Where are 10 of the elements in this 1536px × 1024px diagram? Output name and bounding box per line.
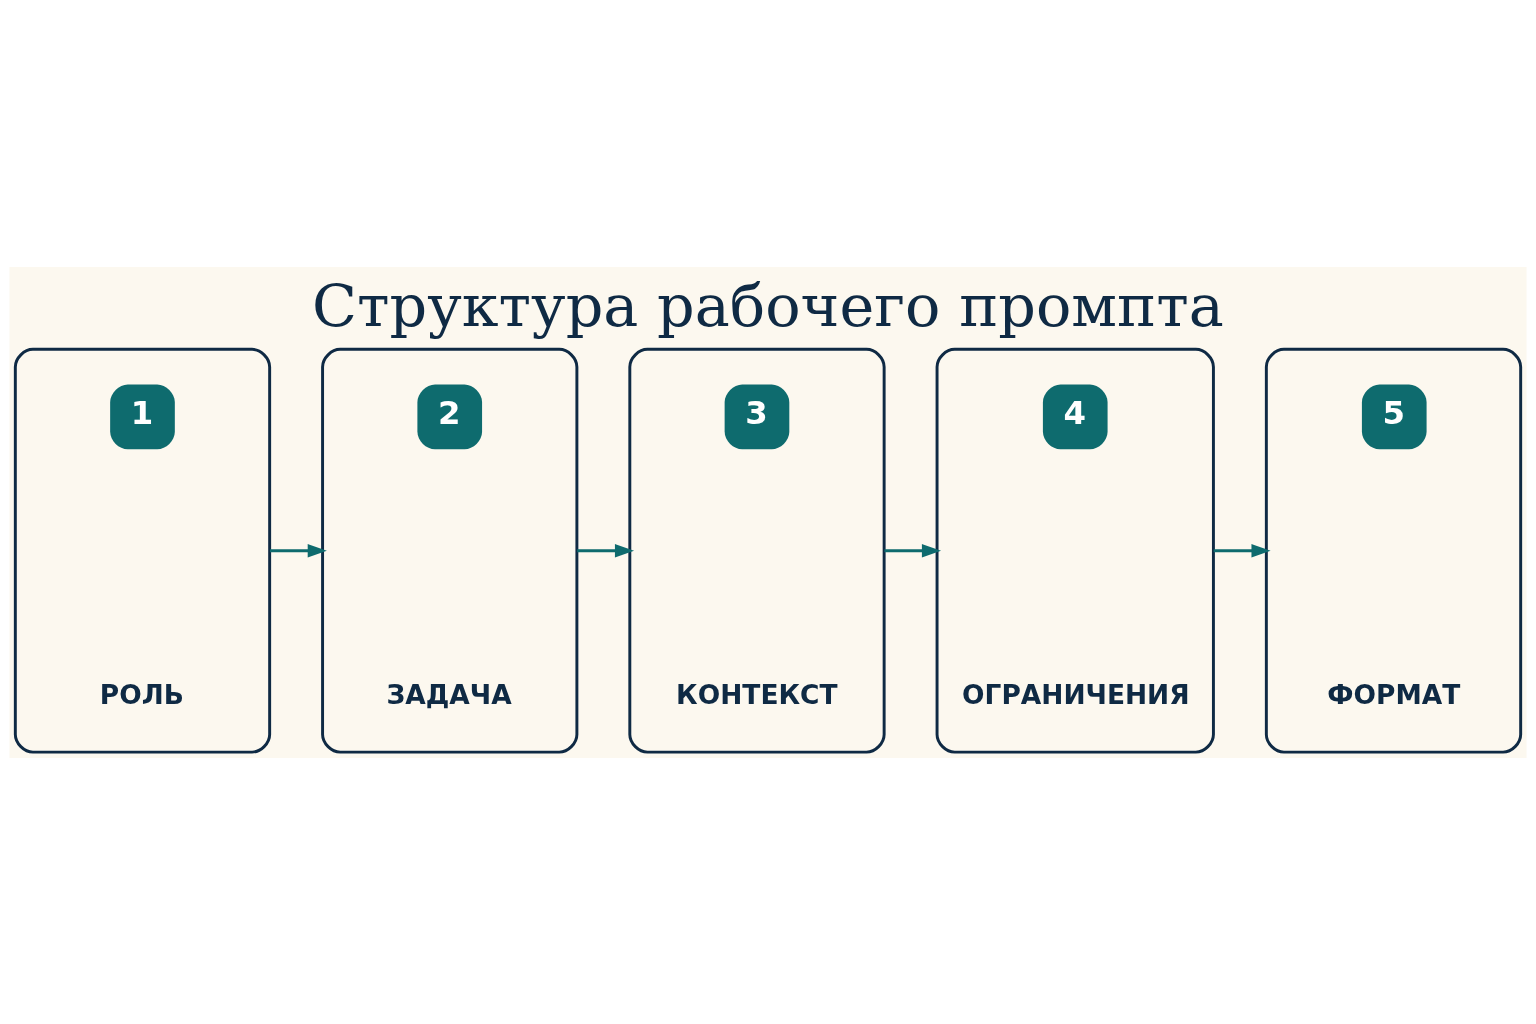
node-box: 4 ОГРАНИЧЕНИЯ [935, 347, 1215, 754]
node-box: 3 КОНТЕКСТ [628, 347, 886, 754]
arrow [884, 543, 942, 557]
diagram-title: Структура рабочего промпта [312, 270, 1224, 340]
node-box: 2 ЗАДАЧА [321, 347, 579, 754]
arrow [1213, 543, 1271, 557]
node-box: 5 ФОРМАТ [1264, 347, 1523, 754]
arrow [269, 543, 327, 557]
arrow [577, 543, 635, 557]
node-box: 1 РОЛЬ [13, 347, 272, 754]
